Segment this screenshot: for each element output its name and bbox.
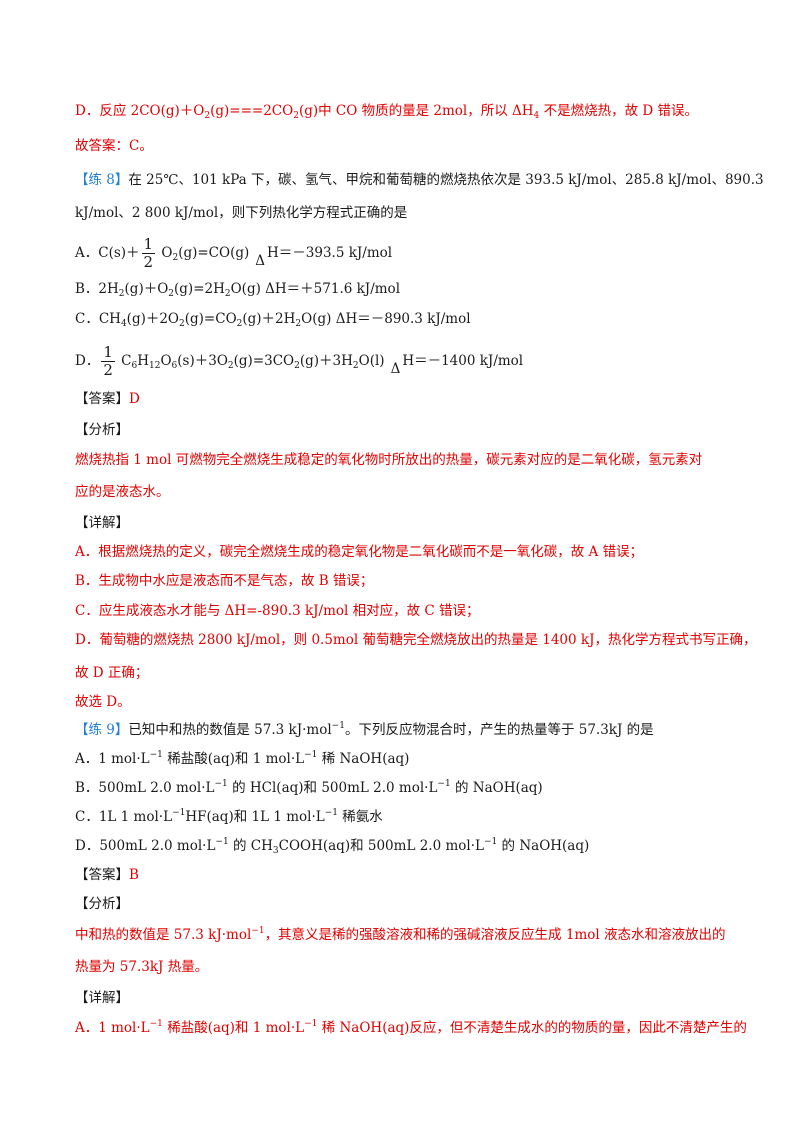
q9-tag: 【练 9】	[75, 722, 129, 738]
answer-value: D	[129, 391, 140, 407]
prev-answer: 故答案：C。	[75, 138, 153, 154]
q9-option-a: A．1 mol·L−1 稀盐酸(aq)和 1 mol·L−1 稀 NaOH(aq…	[75, 750, 410, 768]
q8-detail-tag: 【详解】	[75, 515, 129, 531]
answer-tag: 【答案】	[75, 391, 129, 407]
q9-answer: 【答案】B	[75, 866, 139, 884]
q8-detail-c: C．应生成液态水才能与 ΔH=-890.3 kJ/mol 相对应，故 C 错误；	[75, 603, 480, 619]
delta-symbol: Δ	[265, 281, 275, 297]
q9-option-c: C．1L 1 mol·L−1HF(aq)和 1L 1 mol·L−1 稀氨水	[75, 808, 383, 826]
q9-detail-tag: 【详解】	[75, 990, 129, 1006]
q9-detail-a: A．1 mol·L−1 稀盐酸(aq)和 1 mol·L−1 稀 NaOH(aq…	[75, 1019, 747, 1037]
q9-analysis-tag: 【分析】	[75, 896, 129, 912]
q8-detail-a: A．根据燃烧热的定义，碳完全燃烧生成的稳定氧化物是二氧化碳而不是一氧化碳，故 A…	[75, 544, 644, 560]
q8-stem-line2: kJ/mol、2 800 kJ/mol，则下列热化学方程式正确的是	[75, 205, 408, 221]
q8-option-b: B．2H2(g)＋O2(g)=2H2O(g) ΔH＝＋571.6 kJ/mol	[75, 281, 401, 299]
q8-detail-d2: 故 D 正确；	[75, 665, 149, 681]
delta-symbol: Δ	[335, 311, 346, 327]
q8-detail-b: B．生成物中水应是液态而不是气态，故 B 错误；	[75, 573, 374, 589]
q8-option-c: C．CH4(g)＋2O2(g)=CO2(g)＋2H2O(g) ΔH＝－890.3…	[75, 311, 471, 329]
delta-symbol: Δ	[255, 253, 265, 269]
delta-symbol: Δ	[390, 361, 401, 377]
q8-analysis-line2: 应的是液态水。	[75, 484, 170, 500]
q9-option-b: B．500mL 2.0 mol·L−1 的 HCl(aq)和 500mL 2.0…	[75, 779, 543, 797]
answer-tag: 【答案】	[75, 867, 129, 883]
q9-option-d: D．500mL 2.0 mol·L−1 的 CH3COOH(aq)和 500mL…	[75, 837, 590, 856]
q8-detail-d1: D．葡萄糖的燃烧热 2800 kJ/mol，则 0.5mol 葡萄糖完全燃烧放出…	[75, 632, 757, 648]
q8-answer: 【答案】D	[75, 390, 140, 408]
answer-value: B	[129, 867, 139, 883]
q8-choose: 故选 D。	[75, 694, 131, 710]
q8-tag: 【练 8】	[75, 172, 129, 188]
q8-analysis-tag: 【分析】	[75, 422, 129, 438]
q9-stem: 【练 9】已知中和热的数值是 57.3 kJ·mol−1。下列反应物混合时，产生…	[75, 721, 654, 739]
prev-option-d: D．反应 2CO(g)＋O2(g)===2CO2(g)中 CO 物质的量是 2m…	[75, 103, 698, 121]
q9-analysis-line2: 热量为 57.3kJ 热量。	[75, 959, 209, 975]
q8-analysis-line1: 燃烧热指 1 mol 可燃物完全燃烧生成稳定的氧化物时所放出的热量，碳元素对应的…	[75, 452, 703, 468]
q9-analysis-line1: 中和热的数值是 57.3 kJ·mol−1，其意义是稀的强酸溶液和稀的强碱溶液反…	[75, 926, 726, 944]
q8-stem-line1: 【练 8】在 25℃、101 kPa 下，碳、氢气、甲烷和葡萄糖的燃烧热依次是 …	[75, 172, 764, 188]
